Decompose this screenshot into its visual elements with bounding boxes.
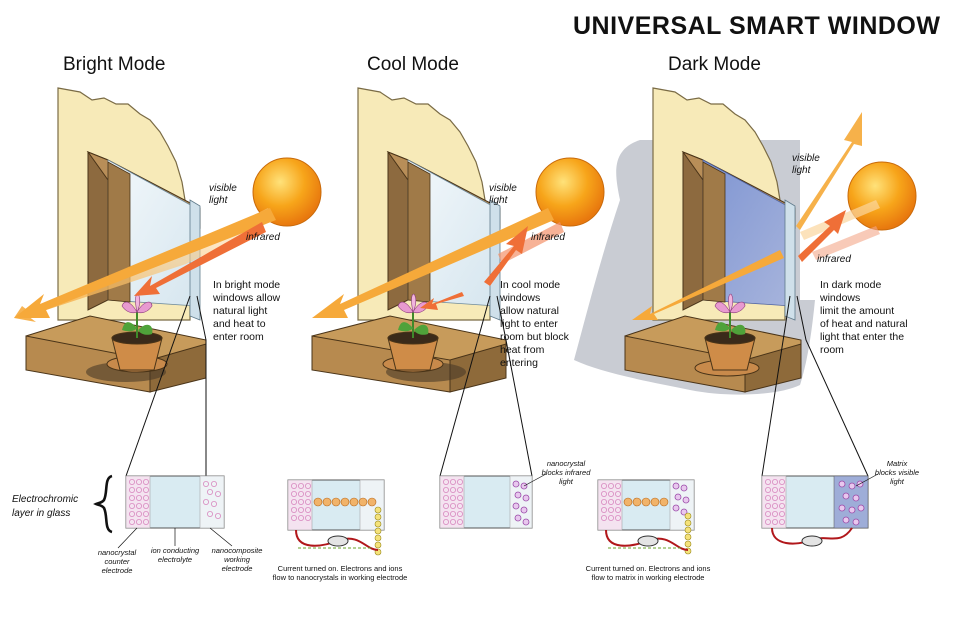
main-title: UNIVERSAL SMART WINDOW: [573, 12, 940, 40]
cool-desc-line: light to enter: [500, 318, 558, 330]
dark-visible-label-1: visible: [792, 153, 820, 164]
bright-desc-line: and heat to: [213, 318, 266, 330]
mode-title-cool: Cool Mode: [367, 54, 459, 75]
cool-visible-label-1: visible: [489, 183, 517, 194]
dark-layer-panel: [761, 473, 879, 547]
cool-circuit-panel: [287, 479, 385, 556]
cool-desc-line: allow natural: [500, 305, 559, 317]
mode-title-dark: Dark Mode: [668, 54, 761, 75]
bright-desc-line: windows allow: [212, 292, 281, 304]
dark-visible-label-2: light: [792, 165, 812, 176]
bright-infrared-arrow: [134, 222, 266, 296]
cool-desc-line: room but block: [500, 331, 570, 343]
cool-infrared-in: [498, 222, 564, 264]
cool-infrared-label: infrared: [531, 232, 565, 243]
bright-description: In bright mode windows allow natural lig…: [212, 279, 281, 343]
cool-ion-flow: [313, 497, 377, 507]
cool-desc-line: heat from: [500, 344, 545, 356]
bright-visible-label-2: light: [209, 195, 229, 206]
dark-desc-line: light that enter the: [820, 331, 904, 343]
bright-infrared-label: infrared: [246, 232, 280, 243]
bright-desc-line: In bright mode: [213, 279, 280, 291]
dark-visible-reflect: [796, 112, 862, 230]
cool-description: In cool mode windows allow natural light…: [499, 279, 570, 369]
mode-title-bright: Bright Mode: [63, 54, 165, 75]
cool-desc-line: entering: [500, 357, 538, 369]
dark-desc-line: limit the amount: [820, 305, 894, 317]
dark-infrared-reflect: [798, 210, 846, 262]
bright-counter-dots: [128, 478, 149, 526]
dark-inner-ray: [632, 250, 784, 320]
bright-layer-panel: [117, 475, 233, 549]
dark-infrared-in: [812, 226, 880, 260]
bright-working-dots: [202, 480, 221, 520]
bright-visible-label-1: visible: [209, 183, 237, 194]
bright-desc-line: natural light: [213, 305, 267, 317]
dark-desc-line: windows: [819, 292, 860, 304]
cool-visible-label-2: light: [489, 195, 509, 206]
cool-desc-line: In cool mode: [500, 279, 560, 291]
cool-infrared-reflect: [484, 226, 528, 286]
cool-visible-arrow: [312, 208, 554, 318]
layer-label-2: layer in glass: [12, 508, 70, 519]
dark-desc-line: of heat and natural: [820, 318, 908, 330]
dark-window-scene: [624, 87, 917, 393]
dark-infrared-label: infrared: [817, 254, 851, 265]
bright-visible-arrow: [14, 208, 276, 318]
cool-layer-panel: [439, 473, 547, 529]
cool-desc-line: windows: [499, 292, 540, 304]
zoom-lines: [125, 295, 869, 477]
dark-description: In dark mode windows limit the amount of…: [819, 279, 908, 356]
dark-desc-line: In dark mode: [820, 279, 881, 291]
layer-brace: [93, 474, 113, 534]
bright-desc-line: enter room: [213, 331, 264, 343]
cool-electron-chain: [374, 506, 382, 556]
layer-label-1: Electrochromic: [12, 494, 78, 505]
dark-desc-line: room: [820, 344, 844, 356]
dark-circuit-panel: [597, 479, 695, 555]
cool-small-ray: [420, 292, 464, 310]
